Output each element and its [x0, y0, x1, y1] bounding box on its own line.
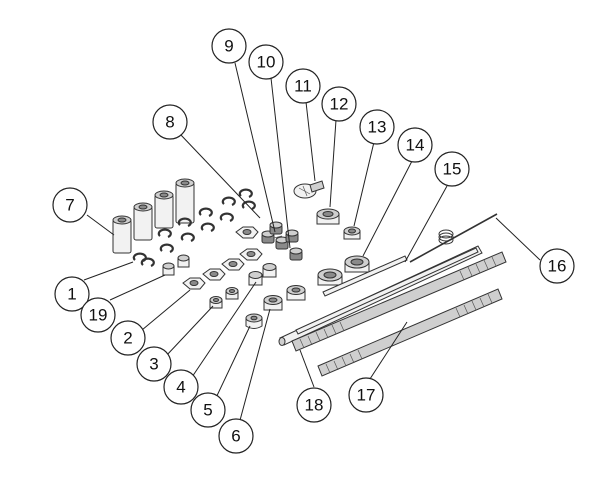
- leader-line: [189, 281, 257, 381]
- leader-line: [238, 308, 271, 425]
- callout-15: 15: [434, 151, 470, 187]
- callout-14: 14: [397, 127, 433, 163]
- callout-label: 6: [231, 427, 240, 446]
- bushing-part: [248, 263, 277, 286]
- small-bearing-part: [343, 226, 361, 240]
- hex-nut-part: [182, 226, 263, 290]
- guide-bushing-part: [263, 285, 306, 311]
- callout-label: 8: [165, 113, 174, 132]
- countersunk-screw-part: [293, 180, 325, 199]
- callout-16: 16: [539, 248, 575, 284]
- callout-17: 17: [348, 377, 384, 413]
- flanged-bushing-part: [245, 313, 263, 329]
- threaded-rod-part: [291, 251, 507, 377]
- leader-line: [165, 305, 214, 357]
- leader-line: [299, 349, 315, 388]
- leader-lines: [83, 62, 541, 425]
- callout-11: 11: [285, 68, 321, 104]
- callout-label: 19: [89, 306, 108, 325]
- callout-label: 11: [294, 77, 312, 96]
- callout-1: 1: [54, 276, 90, 312]
- leader-line: [109, 274, 166, 301]
- leader-line: [362, 160, 413, 257]
- spacer-tube-part: [112, 178, 195, 254]
- leader-line: [329, 119, 337, 208]
- callout-label: 3: [149, 355, 158, 374]
- callout-5: 5: [190, 392, 226, 428]
- callout-18: 18: [296, 387, 332, 423]
- smooth-rod-part: [278, 245, 483, 346]
- retaining-clip-part: [132, 188, 256, 268]
- callout-6: 6: [218, 418, 254, 454]
- callout-12: 12: [321, 86, 357, 122]
- parts: [112, 178, 507, 377]
- callout-label: 15: [443, 160, 462, 179]
- callout-label: 9: [224, 37, 233, 56]
- leader-line: [353, 141, 375, 227]
- small-bushing-part: [162, 254, 190, 276]
- callout-10: 10: [248, 44, 284, 80]
- socket-screw-part: [261, 221, 303, 261]
- ball-bearing-part: [317, 255, 370, 286]
- leader-line: [141, 289, 191, 331]
- leader-line: [234, 62, 276, 233]
- flanged-bearing-part: [316, 208, 340, 225]
- callout-2: 2: [110, 320, 146, 356]
- callout-19: 19: [80, 297, 116, 333]
- callout-7: 7: [52, 187, 88, 223]
- callout-label: 2: [123, 329, 132, 348]
- leader-line: [213, 325, 251, 403]
- callout-label: 10: [257, 53, 276, 72]
- callout-label: 13: [368, 118, 387, 137]
- callout-3: 3: [136, 346, 172, 382]
- callout-13: 13: [359, 109, 395, 145]
- leader-line: [179, 133, 261, 219]
- callout-label: 4: [176, 378, 185, 397]
- washer-part: [209, 287, 239, 309]
- leader-line: [83, 261, 134, 281]
- callout-9: 9: [211, 28, 247, 64]
- leader-line: [270, 77, 291, 249]
- callout-bubbles: 1 2 3 4 5 6 7 8 9 10 11 12 13 14 15 16 1…: [52, 28, 575, 454]
- callout-label: 14: [406, 136, 425, 155]
- callout-label: 17: [357, 386, 376, 405]
- leader-line: [305, 101, 316, 182]
- leader-line: [495, 217, 541, 261]
- spring-part: [409, 213, 498, 263]
- leader-line: [367, 321, 408, 383]
- callout-label: 7: [65, 196, 74, 215]
- leader-line: [86, 214, 115, 236]
- leader-line: [404, 185, 448, 263]
- callout-4: 4: [163, 369, 199, 405]
- callout-label: 18: [305, 396, 324, 415]
- callout-8: 8: [152, 104, 188, 140]
- callout-label: 12: [330, 95, 349, 114]
- callout-label: 1: [67, 285, 76, 304]
- callout-label: 5: [203, 401, 212, 420]
- callout-label: 16: [548, 257, 567, 276]
